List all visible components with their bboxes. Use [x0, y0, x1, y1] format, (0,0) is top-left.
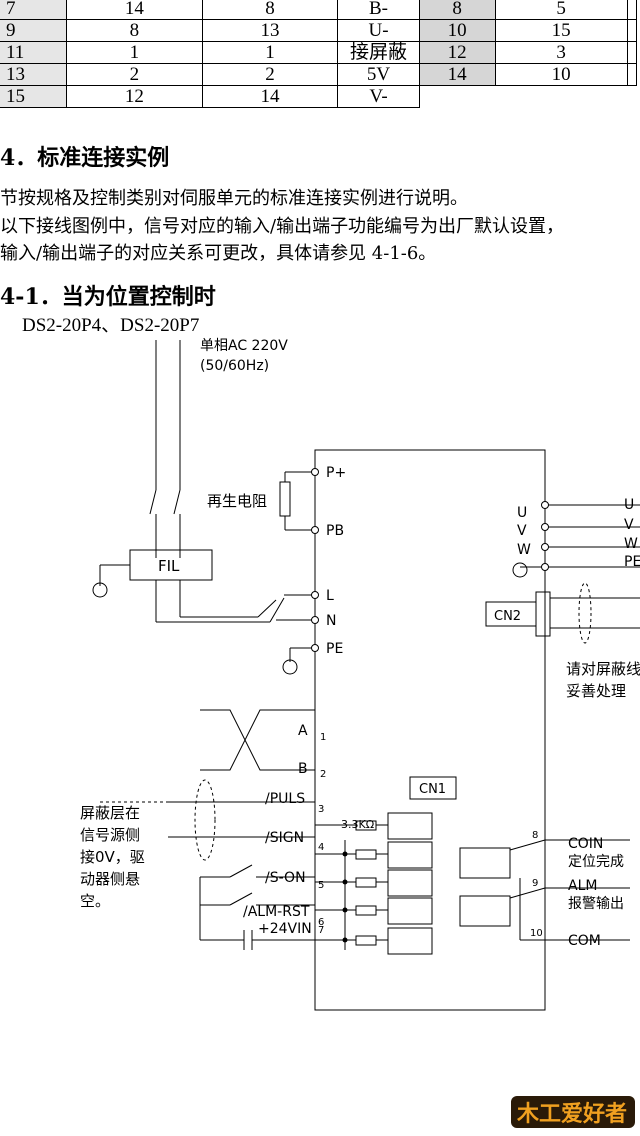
shield-side-note-1: 屏蔽层在 [80, 804, 140, 822]
output-coin-label: COIN [568, 836, 603, 852]
input-puls-label: /PULS [265, 791, 305, 807]
terminal-l: L [326, 588, 334, 604]
table-cell-edge [626, 0, 638, 20]
section-4-paragraph-1: 节按规格及控制类别对伺服单元的标准连接实例进行说明。 [0, 188, 468, 209]
table-cell: 13 [201, 19, 339, 42]
section-4-paragraph-2: 以下接线图例中，信号对应的输入/输出端子功能编号为出厂默认设置， [0, 216, 565, 237]
motor-v-right: V [624, 517, 634, 533]
table-cell-edge [626, 41, 638, 64]
section-4-title: 4．标准连接实例 [0, 145, 170, 171]
output-alm-label: ALM [568, 878, 597, 894]
input-sign-pin: 4 [318, 842, 324, 853]
shield-side-note-2: 信号源侧 [80, 826, 140, 844]
regen-resistor [279, 481, 291, 517]
regen-resistor-label: 再生电阻 [207, 492, 267, 510]
cn1-box [409, 776, 457, 800]
table-cell: 10 [418, 19, 496, 42]
table-cell: 8 [66, 19, 203, 42]
input-alm-rst-label: /ALM-RST [243, 904, 310, 920]
output-coin-desc: 定位完成 [568, 854, 624, 870]
table-cell: 11 [0, 41, 68, 64]
table-cell-edge [626, 63, 638, 86]
motor-v-left: V [517, 523, 527, 539]
table-cell: 2 [66, 63, 203, 86]
input-son-label: /S-ON [265, 870, 306, 886]
watermark-logo-text: 木工爱好者 [516, 1101, 627, 1127]
shield-note-1: 请对屏蔽线 [566, 660, 640, 678]
input-son-pin: 5 [318, 880, 324, 891]
section-4-paragraph-3: 输入/输出端子的对应关系可更改，具体请参见 4-1-6。 [0, 243, 437, 264]
filter-label: FIL [158, 557, 180, 575]
table-cell-edge [626, 19, 638, 42]
terminal-pb: PB [326, 523, 344, 539]
power-label-1: 单相AC 220V [200, 338, 288, 354]
table-cell: 8 [418, 0, 496, 20]
section-4-1-title: 4-1．当为位置控制时 [0, 284, 216, 310]
table-cell: 接屏蔽 [337, 41, 420, 64]
input-a-pin: 1 [320, 732, 326, 743]
table-cell: 12 [418, 41, 496, 64]
motor-w-left: W [517, 542, 531, 558]
table-cell: 9 [0, 19, 68, 42]
servo-driver-box [314, 449, 546, 1011]
cn1-label: CN1 [419, 782, 446, 797]
cn2-label: CN2 [494, 609, 521, 624]
shield-side-note-3: 接0V，驱 [80, 848, 145, 866]
input-b-pin: 2 [320, 769, 326, 780]
power-label-2: (50/60Hz) [200, 358, 269, 374]
motor-u-right: U [624, 497, 634, 513]
output-com-pin: 10 [530, 928, 543, 939]
table-cell: V- [337, 85, 420, 108]
output-alm-desc: 报警输出 [568, 896, 624, 912]
wiring-diagram: 单相AC 220V (50/60Hz) 再生电阻 FIL P+ PB L N P… [80, 338, 640, 1011]
table-cell: 14 [418, 63, 496, 86]
table-cell: 5V [337, 63, 420, 86]
table-cell: 5 [494, 0, 628, 20]
terminal-p-plus: P+ [326, 465, 346, 481]
input-alm-rst-pin: 6 [318, 917, 324, 928]
input-b-label: B [298, 761, 308, 777]
table-cell: 14 [201, 85, 339, 108]
table-cell: B- [337, 0, 420, 20]
table-cell: 1 [66, 41, 203, 64]
table-cell: 14 [66, 0, 203, 20]
model-numbers: DS2-20P4、DS2-20P7 [22, 315, 200, 336]
input-puls-pin: 3 [318, 804, 324, 815]
resistor-label: 3.3KΩ [341, 818, 374, 831]
table-cell: 1 [201, 41, 339, 64]
output-alm-pin: 9 [532, 878, 538, 889]
table-cell: 10 [494, 63, 628, 86]
table-cell: 3 [494, 41, 628, 64]
table-cell: 12 [66, 85, 203, 108]
watermark-logo: 木工爱好者 [511, 1096, 635, 1128]
table-cell: 7 [0, 0, 68, 20]
table-cell: 2 [201, 63, 339, 86]
terminal-n: N [326, 613, 336, 629]
shield-side-note-5: 空。 [80, 892, 110, 910]
input-24vin-pin: 7 [318, 925, 324, 936]
input-24vin-label: +24VIN [258, 921, 312, 937]
table-cell: 15 [0, 85, 68, 108]
output-coin-pin: 8 [532, 830, 538, 841]
table-cell: 15 [494, 19, 628, 42]
input-sign-label: /SIGN [265, 830, 304, 846]
motor-pe-right: PE [624, 554, 640, 570]
table-cell: U- [337, 19, 420, 42]
shield-side-note-4: 动器侧悬 [80, 870, 140, 888]
output-com-label: COM [568, 933, 601, 949]
table-cell: 13 [0, 63, 68, 86]
motor-u-left: U [517, 505, 527, 521]
input-a-label: A [298, 723, 308, 739]
motor-w-right: W [624, 536, 638, 552]
terminal-pe: PE [326, 641, 343, 657]
table-cell: 8 [201, 0, 339, 20]
shield-note-2: 妥善处理 [566, 682, 626, 700]
